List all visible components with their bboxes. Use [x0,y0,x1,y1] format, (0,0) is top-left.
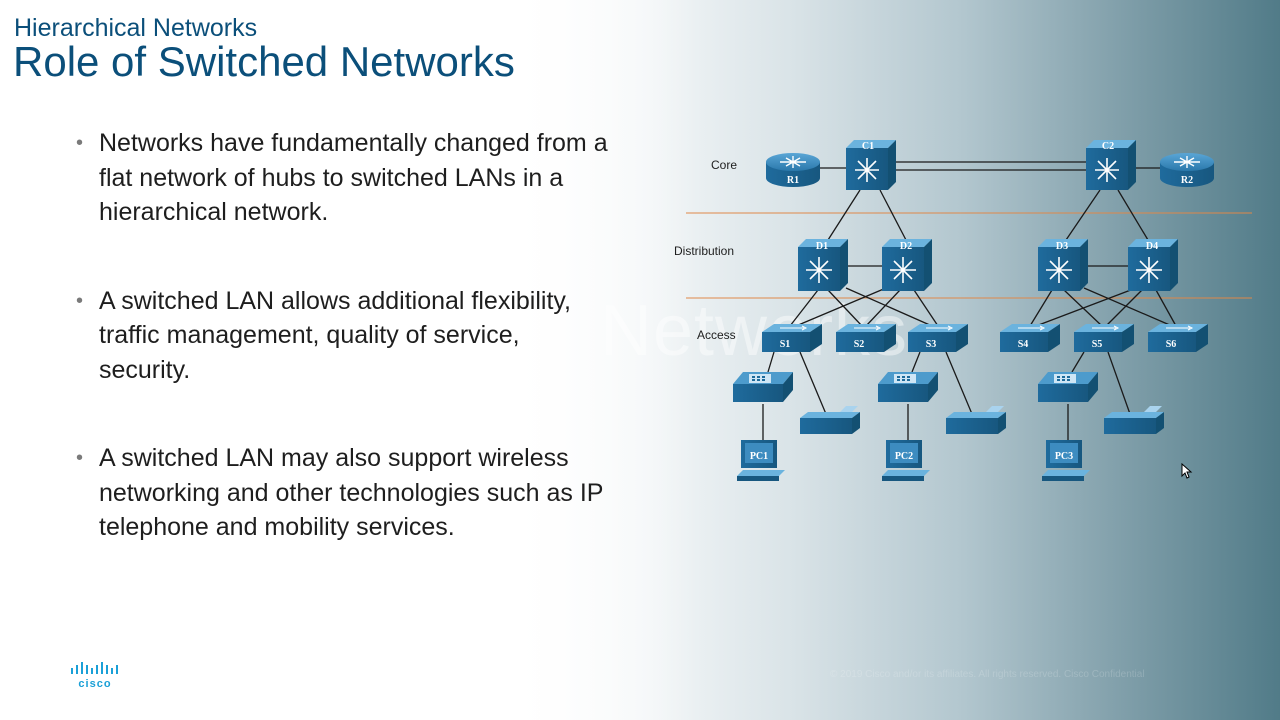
distribution-switch-icon: D1 [798,239,848,291]
core-switch-icon: C2 [1086,140,1136,190]
switch-label: S6 [1166,339,1177,350]
slide-title: Role of Switched Networks [13,38,515,85]
switch-label: D1 [816,241,828,252]
switch-label: D2 [900,241,912,252]
background-fade [0,0,700,720]
bullet-item: • A switched LAN allows additional flexib… [76,284,616,388]
access-switch-icon: S3 [908,324,968,352]
ip-phone-icon [733,372,793,402]
bullet-text: A switched LAN may also support wireless… [99,444,604,541]
pc-label: PC1 [750,451,768,462]
switch-label: C1 [862,141,874,152]
distribution-switch-icon: D3 [1038,239,1088,291]
mouse-pointer-icon [1181,463,1193,479]
pc-icon: PC1 [737,440,785,481]
switch-label: S5 [1092,339,1103,350]
bullet-dot: • [76,132,84,154]
copyright-footer: © 2019 Cisco and/or its affiliates. All … [830,669,1145,680]
section-subtitle: Hierarchical Networks [14,14,258,42]
bullet-dot: • [76,289,84,312]
printer-icon [946,406,1006,434]
access-switch-icon: S2 [836,324,896,352]
switch-label: S4 [1018,339,1029,350]
cisco-wordmark: cisco [78,678,111,690]
bullet-list: • Networks have fundamentally changed fro… [76,126,616,545]
pc-label: PC2 [895,451,913,462]
cisco-logo-icon: cisco [71,662,118,690]
bullet-text: A switched LAN allows additional flexibi… [99,286,571,384]
bullet-item: • Networks have fundamentally changed fro… [76,126,616,230]
access-switch-icon: S5 [1074,324,1134,352]
layer-label-core: Core [711,158,737,172]
distribution-switch-icon: D2 [882,239,932,291]
core-switch-icon: C1 [846,140,896,190]
ip-phone-icon [1038,372,1098,402]
bullet-dot: • [76,447,84,469]
printer-icon [1104,406,1164,434]
ip-phone-icon [878,372,938,402]
network-links [762,161,1177,440]
access-switch-icon: S6 [1148,324,1208,352]
printer-icon [800,406,860,434]
router-icon: R2 [1160,153,1214,187]
pc-icon: PC3 [1042,440,1090,481]
router-label: R2 [1181,175,1193,186]
router-label: R1 [787,175,799,186]
layer-label-access: Access [697,328,736,342]
bullet-text: Networks have fundamentally changed from… [99,129,608,226]
switch-label: C2 [1102,141,1114,152]
switch-label: S1 [780,339,791,350]
router-icon: R1 [766,153,820,187]
switch-label: S2 [854,339,865,350]
switch-label: S3 [926,339,937,350]
bullet-item: • A switched LAN may also support wireles… [76,441,616,545]
hierarchical-network-diagram: Core Distribution Access [674,140,1252,481]
switch-label: D4 [1146,241,1158,252]
layer-label-distribution: Distribution [674,244,734,258]
switch-label: D3 [1056,241,1068,252]
access-switch-icon: S4 [1000,324,1060,352]
pc-icon: PC2 [882,440,930,481]
pc-label: PC3 [1055,451,1073,462]
distribution-switch-icon: D4 [1128,239,1178,291]
access-switch-icon: S1 [762,324,822,352]
